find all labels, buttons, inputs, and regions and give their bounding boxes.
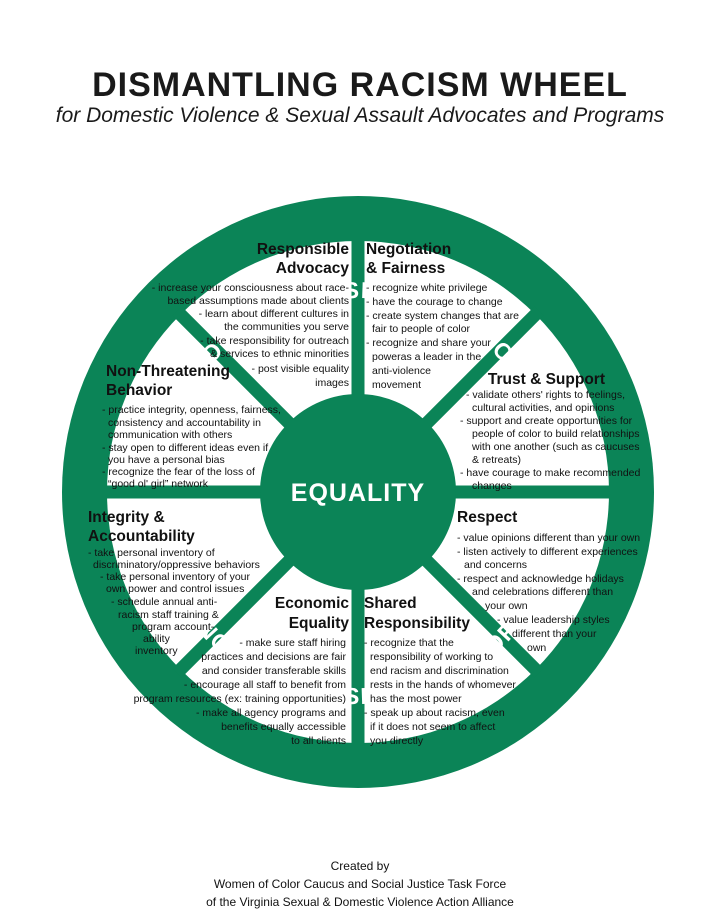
segment-line: - speak up about racism, even bbox=[364, 707, 505, 719]
segment-non-threatening-behavior: Non-Threatening Behavior - practice inte… bbox=[102, 363, 281, 490]
segment-line: anti-violence bbox=[372, 365, 431, 377]
segment-trust-support: Trust & Support - validate others' right… bbox=[460, 371, 641, 492]
segment-line: - have the courage to change bbox=[366, 296, 503, 308]
segment-line: program resources (ex: training opportun… bbox=[134, 693, 346, 705]
segment-line: has the most power bbox=[370, 693, 462, 705]
segment-line: people of color to build relationships bbox=[472, 428, 640, 440]
segment-line: racism staff training & bbox=[118, 609, 219, 621]
segment-line: - schedule annual anti- bbox=[111, 596, 218, 608]
segment-heading: Economic bbox=[275, 595, 349, 612]
segment-line: - value opinions different than your own bbox=[457, 532, 640, 544]
segment-line: program account- bbox=[132, 621, 215, 633]
segment-line: based assumptions made about clients bbox=[167, 295, 349, 307]
page-subtitle: for Domestic Violence & Sexual Assault A… bbox=[55, 104, 665, 127]
segment-line: own bbox=[527, 642, 546, 654]
segment-line: - post visible equality bbox=[252, 363, 350, 375]
segment-line: if it does not seem to affect bbox=[370, 721, 495, 733]
segment-line: end racism and discrimination bbox=[370, 665, 509, 677]
segment-line: and concerns bbox=[464, 559, 527, 571]
equality-hub bbox=[260, 394, 456, 590]
segment-heading: Trust & Support bbox=[488, 371, 605, 388]
segment-line: benefits equally accessible bbox=[221, 721, 346, 733]
segment-line: - recognize that the bbox=[364, 637, 454, 649]
segment-line: - listen actively to different experienc… bbox=[457, 546, 638, 558]
segment-line: you have a personal bias bbox=[108, 454, 225, 466]
segment-line: - make all agency programs and bbox=[196, 707, 346, 719]
segment-line: - increase your consciousness about race… bbox=[152, 282, 350, 294]
segment-integrity-accountability: Integrity & Accountability - take person… bbox=[88, 509, 260, 657]
credits-line: Created by bbox=[330, 859, 390, 873]
segment-shared-responsibility: Shared Responsibility - recognize that t… bbox=[364, 595, 516, 747]
segment-line: “good ol' girl” network bbox=[108, 478, 209, 490]
segment-heading: Negotiation bbox=[366, 241, 451, 258]
segment-line: - recognize the fear of the loss of bbox=[102, 466, 255, 478]
segment-line: consistency and accountability in bbox=[108, 417, 261, 429]
segment-line: & retreats) bbox=[472, 454, 521, 466]
segment-line: responsibility of working to bbox=[370, 651, 493, 663]
credits: Created by Women of Color Caucus and Soc… bbox=[0, 857, 720, 911]
segment-line: you directly bbox=[370, 735, 424, 747]
segment-line: - take personal inventory of bbox=[88, 547, 215, 559]
segment-line: - support and create opportunities for bbox=[460, 415, 633, 427]
segment-line: different than your bbox=[512, 628, 597, 640]
segment-line: and consider transferable skills bbox=[202, 665, 346, 677]
segment-line: your own bbox=[485, 600, 528, 612]
segment-line: the communities you serve bbox=[224, 321, 349, 333]
segment-line: practices and decisions are fair bbox=[201, 651, 346, 663]
racism-wheel: EQUALITY NON-OPPRESSIVE BEHAVIOR NON-OPP… bbox=[62, 196, 654, 788]
segment-line: rests in the hands of whomever bbox=[370, 679, 516, 691]
segment-respect: Respect - value opinions different than … bbox=[457, 509, 640, 654]
segment-heading: Integrity & bbox=[88, 509, 165, 526]
segment-line: - encourage all staff to benefit from bbox=[184, 679, 346, 691]
segment-line: - take personal inventory of your bbox=[100, 571, 250, 583]
segment-heading: Shared bbox=[364, 595, 417, 612]
segment-line: - respect and acknowledge holidays bbox=[457, 573, 624, 585]
segment-line: - value leadership styles bbox=[497, 614, 610, 626]
segment-line: - take responsibility for outreach bbox=[200, 335, 349, 347]
segment-line: discriminatory/oppressive behaviors bbox=[93, 559, 260, 571]
page-title: DISMANTLING RACISM WHEEL bbox=[92, 66, 628, 104]
hub-label: EQUALITY bbox=[291, 479, 425, 507]
segment-line: - practice integrity, openness, fairness… bbox=[102, 404, 281, 416]
segment-heading: Responsible bbox=[257, 241, 350, 258]
segment-line: - make sure staff hiring bbox=[239, 637, 346, 649]
segment-line: images bbox=[315, 377, 349, 389]
segment-line: & services to ethnic minorities bbox=[210, 348, 349, 360]
segment-line: - learn about different cultures in bbox=[199, 308, 350, 320]
segment-line: - recognize and share your bbox=[366, 337, 491, 349]
segment-line: movement bbox=[372, 379, 421, 391]
segment-line: poweras a leader in the bbox=[372, 351, 481, 363]
segment-line: ability bbox=[143, 633, 171, 645]
segment-line: changes bbox=[472, 480, 512, 492]
segment-line: - have courage to make recommended bbox=[460, 467, 641, 479]
segment-heading: Accountability bbox=[88, 528, 195, 545]
segment-heading: Equality bbox=[289, 615, 350, 632]
segment-heading: Non-Threatening bbox=[106, 363, 230, 380]
segment-line: own power and control issues bbox=[106, 583, 244, 595]
segment-economic-equality: Economic Equality - make sure staff hiri… bbox=[134, 595, 350, 747]
credits-line: Women of Color Caucus and Social Justice… bbox=[213, 877, 507, 891]
segment-heading: & Fairness bbox=[366, 260, 445, 277]
segment-heading: Respect bbox=[457, 509, 517, 526]
segment-line: to all clients bbox=[291, 735, 346, 747]
segment-line: - create system changes that are bbox=[366, 310, 519, 322]
segment-negotiation-fairness: Negotiation & Fairness - recognize white… bbox=[366, 241, 519, 391]
segment-heading: Advocacy bbox=[276, 260, 350, 277]
segment-line: and celebrations different than bbox=[472, 586, 613, 598]
segment-line: - recognize white privilege bbox=[366, 282, 488, 294]
segment-line: with one another (such as caucuses bbox=[471, 441, 640, 453]
segment-line: cultural activities, and opinions bbox=[472, 402, 614, 414]
credits-line: of the Virginia Sexual & Domestic Violen… bbox=[206, 895, 514, 909]
segment-line: - stay open to different ideas even if bbox=[102, 442, 268, 454]
segment-responsible-advocacy: Responsible Advocacy - increase your con… bbox=[152, 241, 350, 389]
segment-heading: Responsibility bbox=[364, 615, 470, 632]
segment-line: fair to people of color bbox=[372, 323, 471, 335]
segment-heading: Behavior bbox=[106, 382, 172, 399]
segment-line: inventory bbox=[135, 645, 178, 657]
segment-line: communication with others bbox=[108, 429, 232, 441]
segment-line: - validate others' rights to feelings, bbox=[466, 389, 625, 401]
